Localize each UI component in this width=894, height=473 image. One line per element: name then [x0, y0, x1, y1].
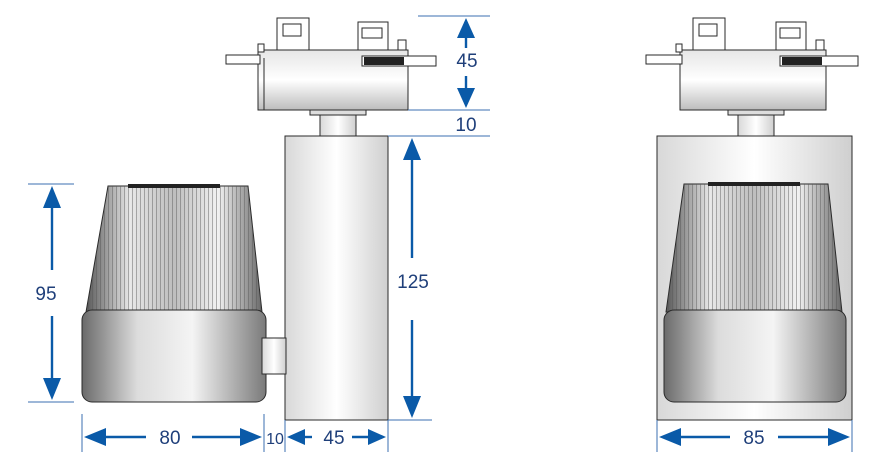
side-view: [81, 17, 437, 421]
dim-label-gap: 10: [266, 431, 284, 448]
dim-label-front-width: 85: [743, 428, 764, 449]
dim-label-head-depth: 80: [159, 428, 180, 449]
side-lamp-head: [81, 184, 287, 403]
dim-label-connector-height: 45: [456, 51, 477, 72]
front-track-adapter: [645, 17, 859, 111]
dimension-head-height: 95: [35, 186, 61, 400]
dimension-front-width: 85: [659, 428, 850, 449]
front-view: [645, 17, 859, 421]
dim-label-body-width: 45: [323, 428, 344, 449]
dim-label-body-height: 125: [397, 272, 429, 293]
front-lamp-head: [663, 182, 847, 403]
dimension-head-depth: 80: [84, 428, 262, 449]
side-driver-body: [284, 135, 389, 421]
extension-lines: [28, 15, 853, 452]
side-track-adapter: [225, 17, 437, 111]
dimension-connector-height: 45: [456, 18, 478, 108]
dim-label-head-height: 95: [35, 284, 56, 305]
dimension-body-height: 125: [397, 138, 429, 418]
dim-label-neck-height: 10: [455, 115, 476, 136]
dimension-body-width: 45: [287, 428, 386, 449]
